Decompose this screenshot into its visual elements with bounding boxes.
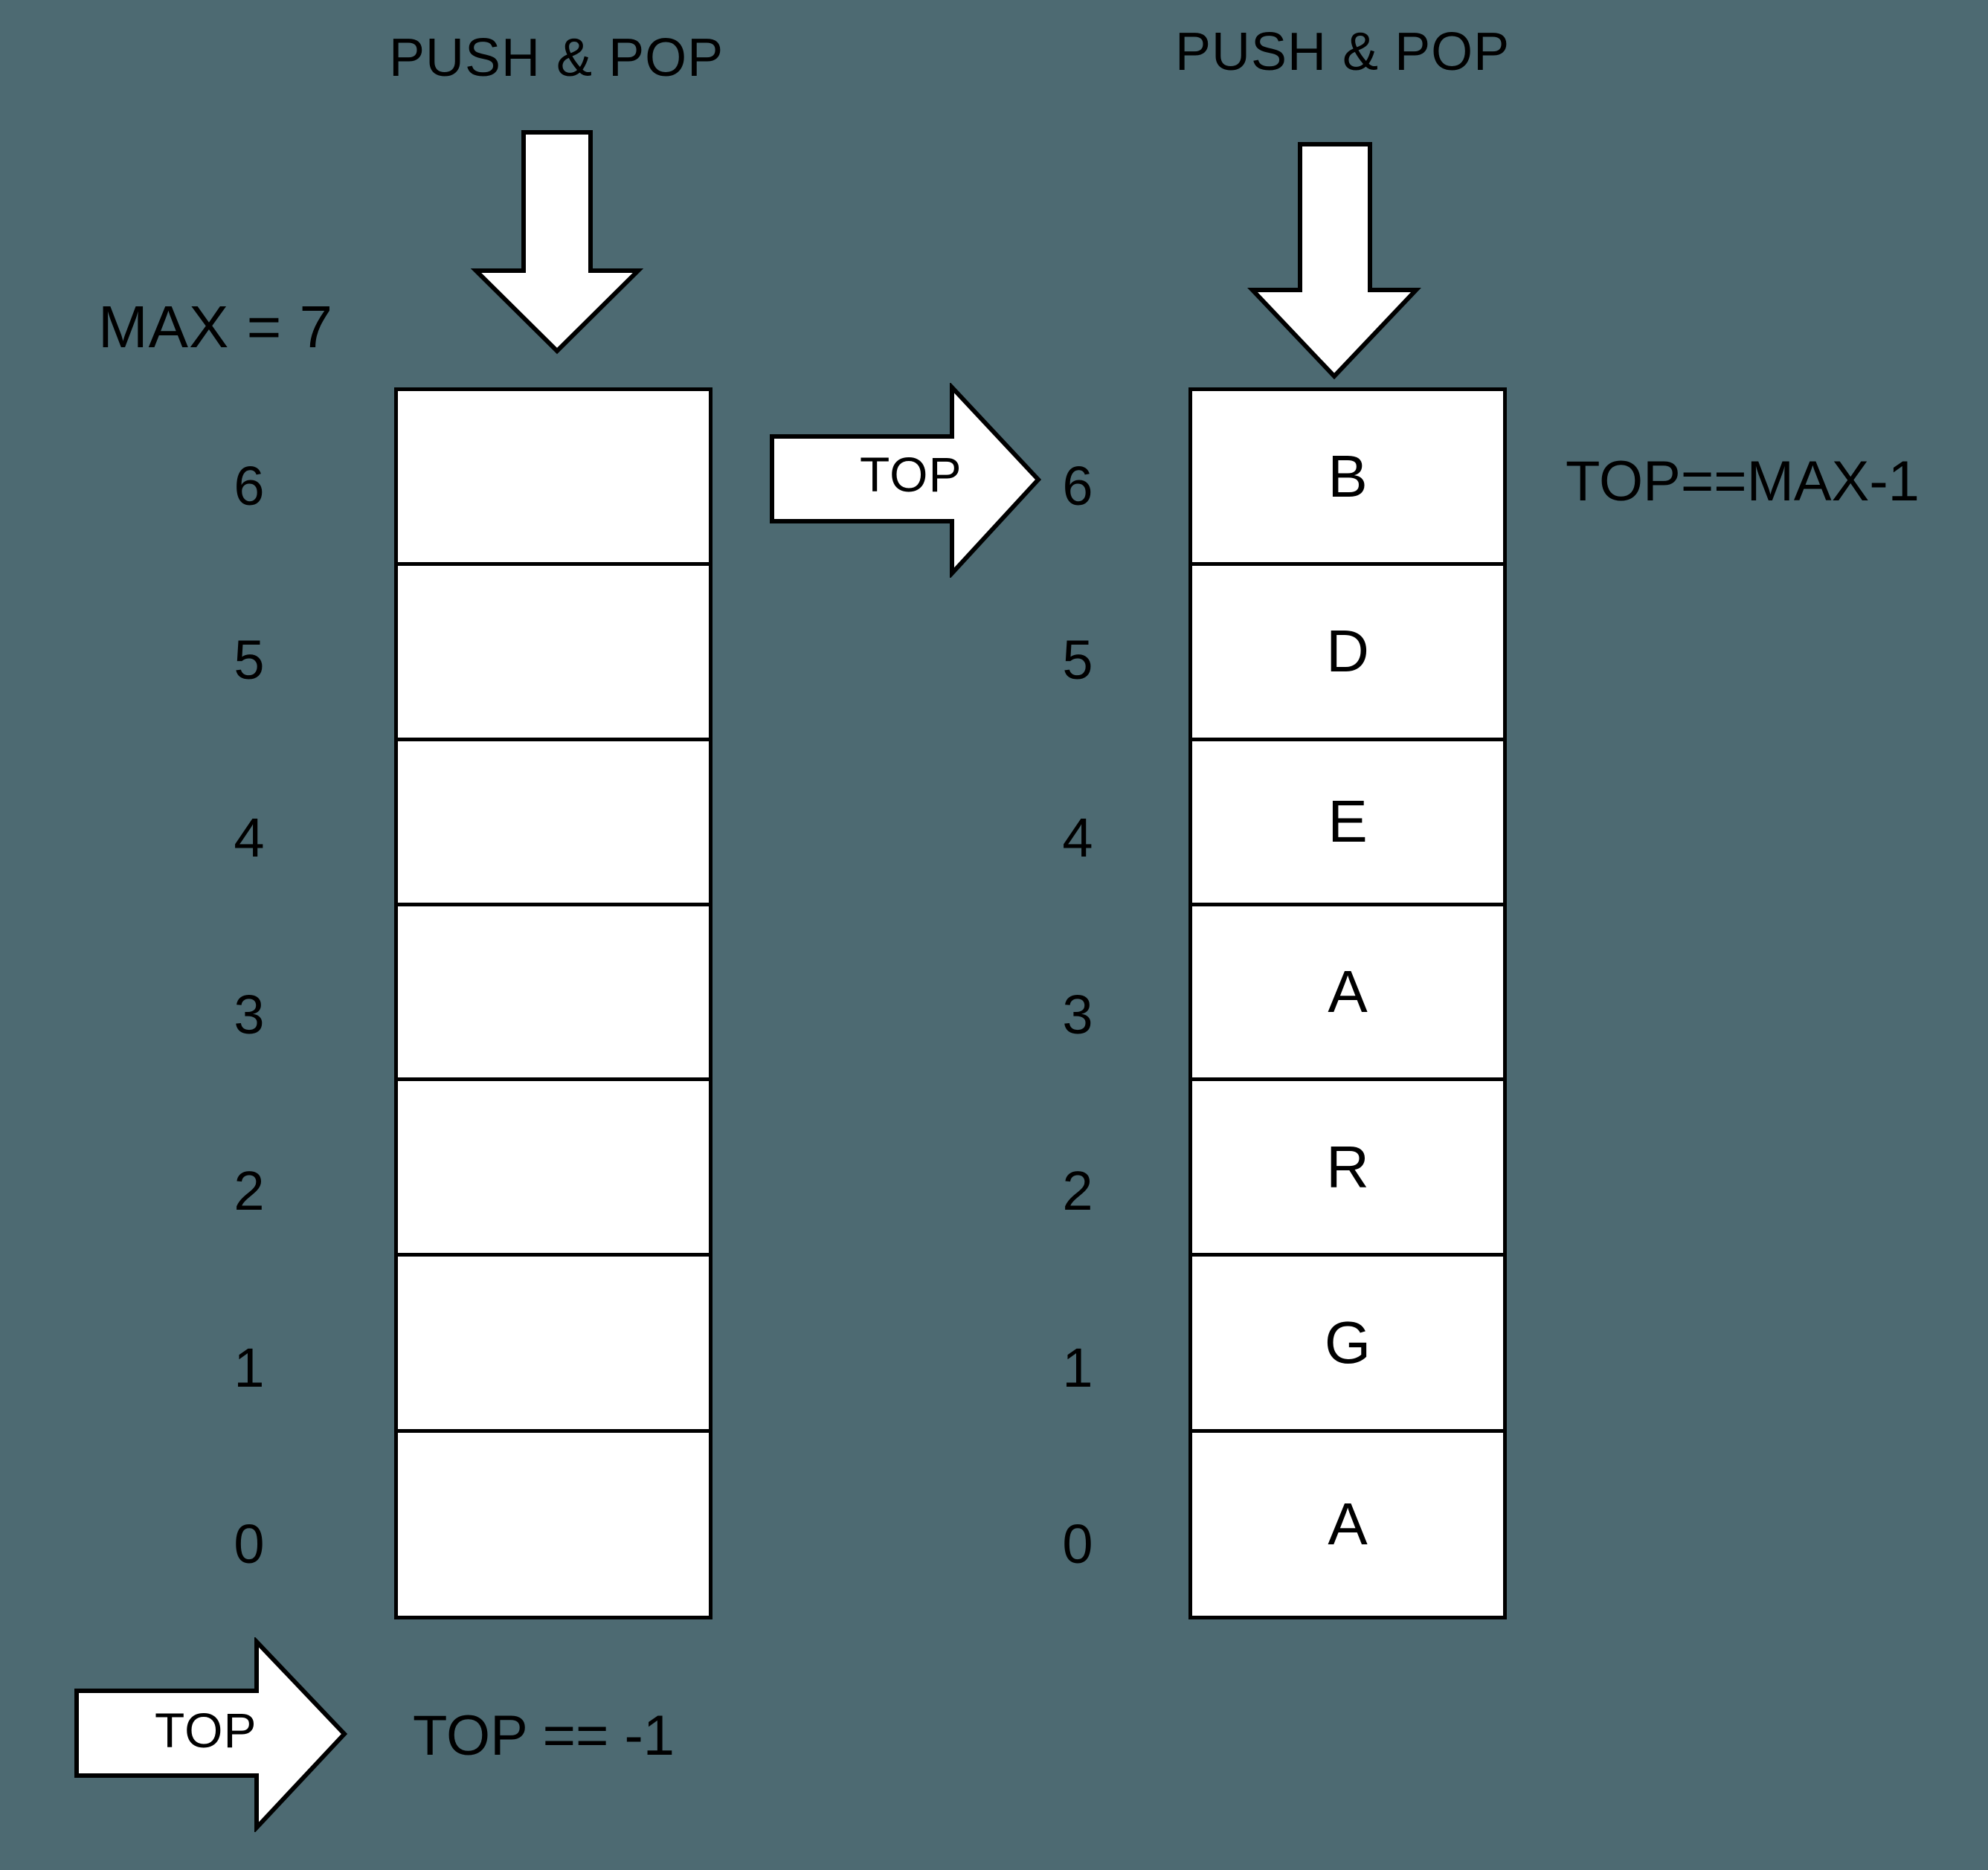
right-stack-cell-0: A	[1192, 1432, 1503, 1616]
left-index-2: 2	[234, 1160, 265, 1222]
right-stack-cell-3: A	[1192, 906, 1503, 1082]
left-stack-cell-2	[398, 1081, 709, 1257]
right-index-3: 3	[1062, 984, 1093, 1045]
left-push-pop-label: PUSH & POP	[389, 28, 724, 88]
right-index-2: 2	[1062, 1160, 1093, 1222]
right-cell-value-2: R	[1326, 1133, 1369, 1200]
left-push-pop-down-arrow-icon	[469, 128, 643, 355]
right-index-4: 4	[1062, 807, 1093, 868]
right-stack-cell-5: D	[1192, 565, 1503, 742]
left-stack-cell-6	[398, 391, 709, 566]
right-index-0: 0	[1062, 1513, 1093, 1575]
bottom-top-pointer-right-arrow-icon	[71, 1637, 350, 1832]
right-stack-cell-4: E	[1192, 741, 1503, 906]
left-stack-cell-0	[398, 1432, 709, 1616]
right-index-1: 1	[1062, 1337, 1093, 1399]
right-stack-cell-1: G	[1192, 1256, 1503, 1433]
right-cell-value-6: B	[1328, 442, 1368, 509]
bottom-top-pointer-arrow-label: TOP	[155, 1703, 257, 1758]
left-index-1: 1	[234, 1337, 265, 1399]
right-cell-value-0: A	[1328, 1490, 1368, 1557]
left-index-3: 3	[234, 984, 265, 1045]
max-label: MAX = 7	[98, 294, 334, 360]
left-stack-cell-4	[398, 741, 709, 906]
top-equals-max-minus-one-label: TOP==MAX-1	[1566, 450, 1920, 513]
right-stack-cell-2: R	[1192, 1081, 1503, 1257]
top-equals-minus-one-label: TOP == -1	[413, 1704, 675, 1767]
top-pointer-arrow-label: TOP	[860, 447, 962, 502]
left-stack	[394, 387, 712, 1619]
right-cell-value-1: G	[1324, 1309, 1371, 1376]
right-index-6: 6	[1062, 455, 1093, 517]
left-index-4: 4	[234, 807, 265, 868]
top-pointer-right-arrow-icon	[766, 383, 1043, 578]
right-stack: B D E A R G A	[1188, 387, 1507, 1619]
right-index-5: 5	[1062, 629, 1093, 691]
right-push-pop-down-arrow-icon	[1244, 140, 1422, 381]
right-push-pop-label: PUSH & POP	[1175, 22, 1511, 82]
left-stack-cell-5	[398, 565, 709, 742]
right-cell-value-3: A	[1328, 958, 1368, 1025]
left-stack-cell-1	[398, 1256, 709, 1433]
left-index-6: 6	[234, 455, 265, 517]
right-stack-cell-6: B	[1192, 391, 1503, 566]
left-stack-cell-3	[398, 906, 709, 1082]
right-cell-value-4: E	[1328, 788, 1368, 855]
left-index-0: 0	[234, 1513, 265, 1575]
right-cell-value-5: D	[1326, 618, 1369, 685]
left-index-5: 5	[234, 629, 265, 691]
